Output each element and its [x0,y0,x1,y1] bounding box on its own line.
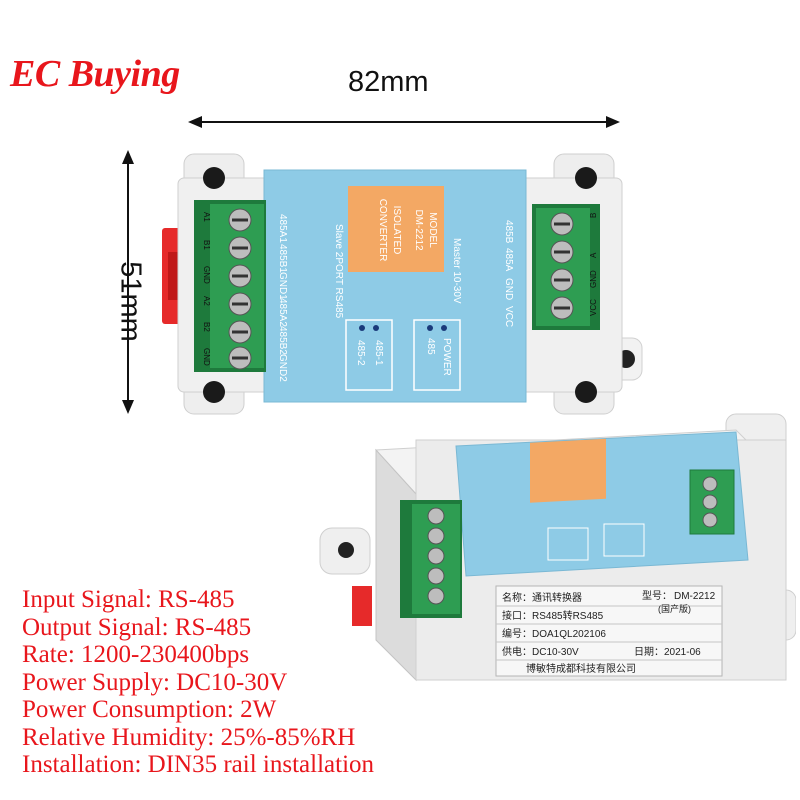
led-485-1: 485-1 [373,340,384,366]
led-power: POWER [441,338,452,376]
height-arrow-icon [122,150,134,414]
model-value: DM-2212 [413,209,424,251]
terminal-left-6: GND [202,348,211,366]
perspective-device-image: 名称：通讯转换器 型号： DM-2212 (国产版) 接口：RS485转RS48… [319,413,796,682]
spec-rate: Rate: 1200-230400bps [22,641,250,668]
left-terminal-screws [228,208,252,370]
right-label-4: VCC [503,306,514,327]
label-company: 博敏特成都科技有限公司 [526,662,636,675]
left-label-1: 485A1 [277,214,288,243]
terminal-right-1: B [589,213,598,218]
width-arrow-icon [188,116,620,128]
label-interface: 接口：RS485转RS485 [502,609,604,622]
brand-logo: EC Buying [10,53,180,95]
label-serial: 编号：DOA1QL202106 [502,627,606,640]
left-label-4: 485A2 [277,298,288,327]
model-label: MODEL [427,212,438,248]
spec-output-signal: Output Signal: RS-485 [22,613,252,641]
spec-humidity: Relative Humidity: 25%-85%RH [22,723,356,751]
front-device-image: MODEL DM-2212 ISOLATED CONVERTER Slave 2… [162,153,643,415]
led-485-2: 485-2 [355,340,366,366]
terminal-left-4: A2 [202,296,211,306]
right-label-1: 485B [503,220,514,244]
terminal-right-4: VCC [589,299,598,316]
right-label-2: 485A [503,248,514,272]
terminal-left-2: B1 [202,240,211,250]
left-label-6: GND2 [277,354,288,382]
width-dimension: 82mm [348,66,429,98]
left-label-5: 485B2 [277,326,288,355]
spec-list: Input Signal: RS-485 Output Signal: RS-4… [22,586,374,779]
label-edition: (国产版) [658,603,691,614]
product-line1: ISOLATED [391,206,402,255]
label-type-key: 型号： [642,589,672,602]
label-power: 供电：DC10-30V [502,645,579,658]
terminal-left-3: GND [202,266,211,284]
spec-installation: Installation: DIN35 rail installation [22,751,375,778]
right-label-3: GND [503,278,514,300]
master-text: Master 10-30V [451,238,462,304]
spec-power-consumption: Power Consumption: 2W [22,696,277,723]
spec-power-supply: Power Supply: DC10-30V [22,668,288,696]
terminal-right-3: GND [589,270,598,288]
led-485: 485 [425,338,436,355]
label-date: 日期：2021-06 [634,646,701,658]
label-type-value: DM-2212 [674,591,716,602]
left-label-2: 485B1 [277,244,288,273]
terminal-left-5: B2 [202,322,211,332]
right-terminal-screws [550,212,574,320]
left-label-3: GND1 [277,272,288,300]
terminal-right-2: A [589,252,598,258]
label-name: 名称：通讯转换器 [502,591,582,604]
terminal-left-1: A1 [202,212,211,222]
product-line2: CONVERTER [377,199,388,262]
slave-text: Slave 2PORT RS485 [333,224,344,319]
spec-input-signal: Input Signal: RS-485 [22,586,235,613]
